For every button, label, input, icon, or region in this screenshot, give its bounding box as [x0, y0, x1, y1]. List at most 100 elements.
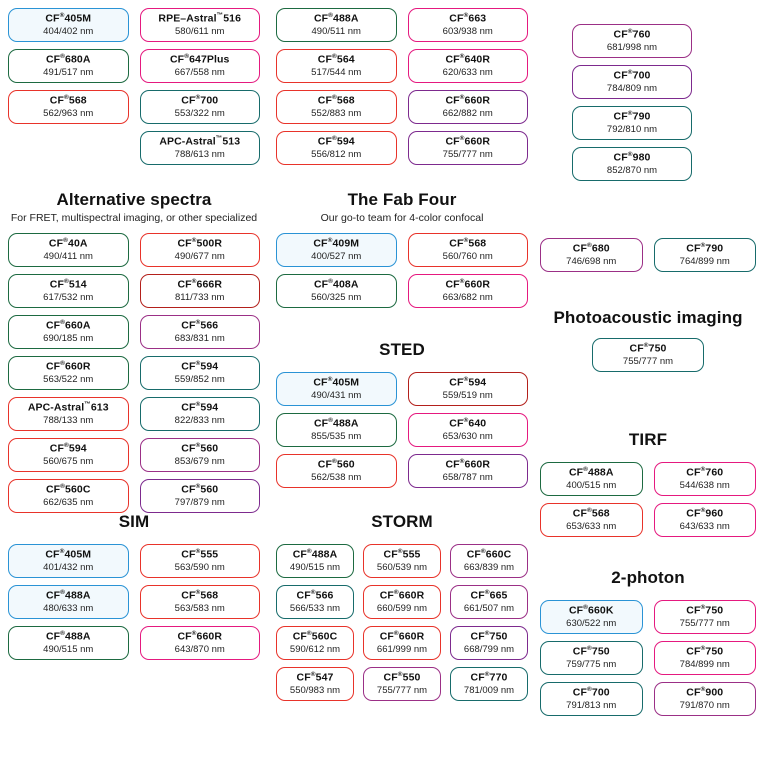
dye-spectra-value: 490/515 nm [289, 561, 341, 573]
dye-spectra-value: 746/698 nm [566, 255, 617, 267]
trademark-mark: ® [627, 109, 633, 117]
dye-name: CF®900 [686, 685, 724, 699]
dye-spectra-value: 784/809 nm [606, 82, 658, 94]
dye-name: CF®640 [449, 416, 487, 430]
dye-name: CF®409M [313, 236, 360, 250]
trademark-mark: ® [586, 241, 592, 249]
trademark-mark: ® [59, 11, 65, 19]
trademark-mark: ® [195, 588, 201, 596]
trademark-mark: ® [63, 93, 69, 101]
trademark-mark: ® [60, 318, 66, 326]
trademark-mark: ® [63, 441, 69, 449]
trademark-mark: ® [195, 441, 201, 449]
dye-name: CF®568 [317, 93, 355, 107]
dye-spectra-value: 490/431 nm [311, 389, 362, 401]
dye-spectra-value: 563/522 nm [43, 373, 94, 385]
dye-spectra-value: 559/852 nm [174, 373, 225, 385]
dye-spectra-value: 617/532 nm [43, 291, 94, 303]
dye-spectra-value: 788/133 nm [43, 414, 94, 426]
dye-name: CF®560C [292, 629, 338, 643]
dye-spectra-value: 653/630 nm [442, 430, 493, 442]
dye-name: CF®488A [45, 629, 91, 643]
trademark-mark: ® [700, 241, 706, 249]
